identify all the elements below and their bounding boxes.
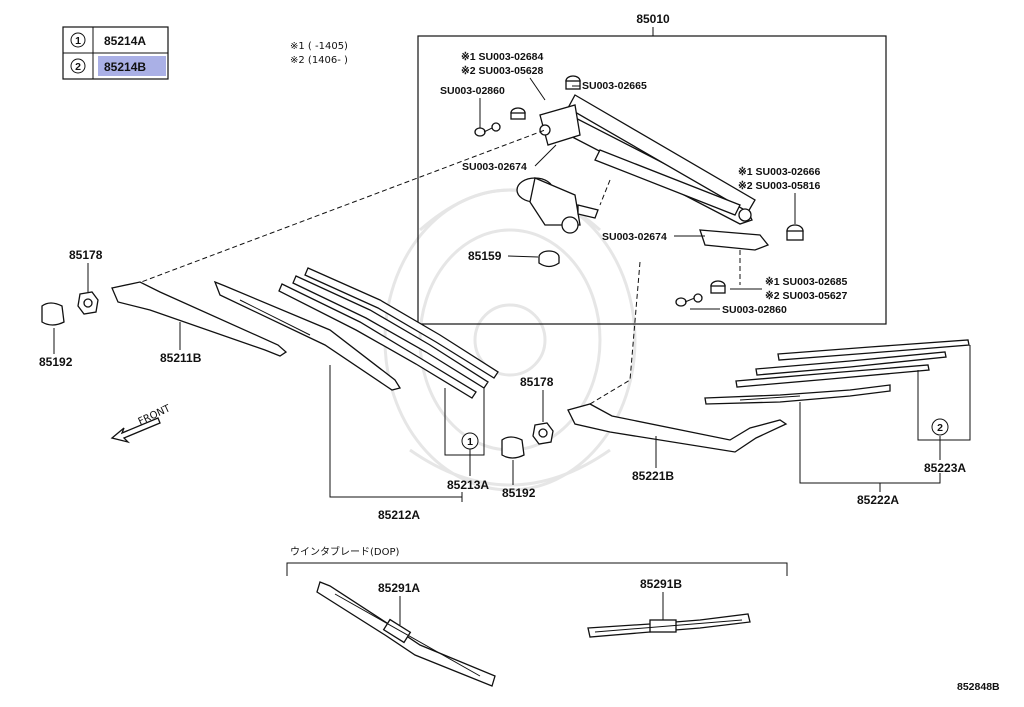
nut-85178-left[interactable] (77, 291, 99, 315)
label-85223a[interactable]: 85223A (924, 461, 966, 475)
label-85010[interactable]: 85010 (636, 12, 670, 26)
winter-blade-85291a[interactable] (316, 581, 496, 687)
wiper-blade-85222a[interactable] (704, 384, 891, 405)
linkage-assembly-box (417, 35, 887, 325)
label-85291a[interactable]: 85291A (378, 581, 420, 595)
blade-refill-85223a[interactable] (735, 339, 970, 388)
label-85178-left[interactable]: 85178 (69, 248, 103, 262)
grommet-85159[interactable] (538, 250, 560, 268)
label-su003-02684[interactable]: ※1 SU003-02684 (461, 51, 544, 63)
diagram-reference-number: 852848B (957, 681, 1000, 693)
legend-highlight (98, 56, 166, 76)
label-85213a[interactable]: 85213A (447, 478, 489, 492)
note-period-1: ※1 ( -1405) (290, 41, 348, 52)
label-85192-left[interactable]: 85192 (39, 355, 73, 369)
label-su003-02674-upper[interactable]: SU003-02674 (462, 161, 527, 173)
label-85159[interactable]: 85159 (468, 249, 502, 263)
wiper-arm-85221b[interactable] (567, 403, 788, 453)
bolt-lower[interactable] (675, 293, 703, 307)
nut-lower[interactable] (710, 280, 726, 294)
label-su003-02685[interactable]: ※1 SU003-02685 (765, 276, 848, 288)
label-85212a[interactable]: 85212A (378, 508, 420, 522)
bushing-upper[interactable] (565, 75, 581, 90)
bushing-right[interactable] (786, 224, 804, 241)
bolt-upper[interactable] (474, 122, 501, 137)
blade-refill-85213a[interactable] (278, 267, 499, 399)
nut-85178-right[interactable] (532, 422, 554, 445)
pivot-cap-85192-left[interactable] (41, 302, 65, 326)
nut-upper[interactable] (510, 107, 526, 120)
pivot-cap-85192-right[interactable] (501, 436, 525, 459)
label-su003-05628[interactable]: ※2 SU003-05628 (461, 65, 544, 77)
label-su003-02665[interactable]: SU003-02665 (582, 80, 647, 92)
legend-part-85214a[interactable]: 85214A (104, 34, 146, 48)
wiper-blade-85212a[interactable] (213, 280, 402, 391)
wiper-arm-85211b[interactable] (111, 281, 288, 357)
label-winter-blade-dop: ウインタブレード(DOP) (290, 545, 400, 558)
label-85221b[interactable]: 85221B (632, 469, 674, 483)
label-su003-02860-upper[interactable]: SU003-02860 (440, 85, 505, 97)
wiper-linkage[interactable] (539, 94, 770, 251)
key-2-marker: 2 (937, 422, 943, 434)
key-1-marker: 1 (467, 436, 473, 448)
label-85291b[interactable]: 85291B (640, 577, 682, 591)
front-arrow-icon (110, 417, 161, 444)
label-85222a[interactable]: 85222A (857, 493, 899, 507)
label-su003-05816[interactable]: ※2 SU003-05816 (738, 180, 821, 192)
legend-key-2: 2 (75, 61, 81, 73)
label-su003-02860-lower[interactable]: SU003-02860 (722, 304, 787, 316)
label-su003-05627[interactable]: ※2 SU003-05627 (765, 290, 848, 302)
label-85192-right[interactable]: 85192 (502, 486, 536, 500)
label-su003-02674-right[interactable]: SU003-02674 (602, 231, 667, 243)
wiper-motor[interactable] (516, 177, 599, 234)
label-85178-right[interactable]: 85178 (520, 375, 554, 389)
label-su003-02666[interactable]: ※1 SU003-02666 (738, 166, 821, 178)
legend-part-85214b[interactable]: 85214B (104, 60, 146, 74)
winter-blade-85291b[interactable] (587, 613, 751, 638)
note-period-2: ※2 (1406- ) (290, 55, 348, 66)
legend-key-1: 1 (75, 35, 81, 47)
label-85211b[interactable]: 85211B (160, 351, 202, 365)
legend-table: 1 85214A 2 85214B (62, 26, 169, 80)
